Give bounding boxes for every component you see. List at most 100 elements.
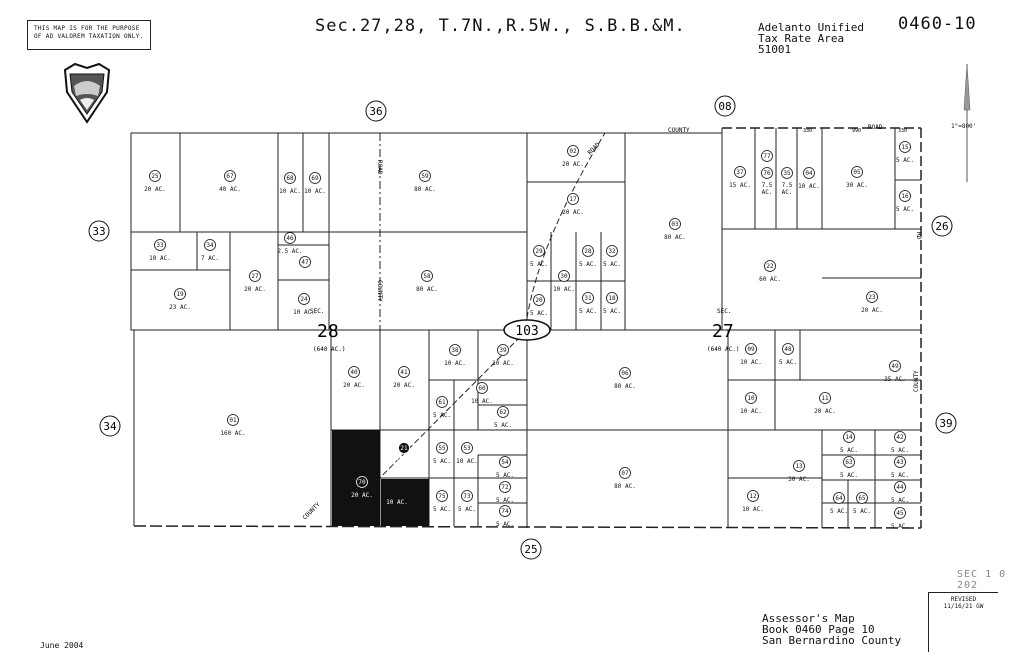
parcel-number: 34: [206, 242, 214, 249]
road-width-label: 330: [898, 128, 907, 134]
parcel-acres: 5 AC.: [891, 472, 909, 479]
parcel-number: 39: [499, 347, 507, 354]
parcel-acres: 5 AC.: [896, 157, 914, 164]
parcel-acres: 5 AC.: [840, 447, 858, 454]
parcel-label: 54 5 AC.: [496, 456, 514, 479]
parcel-label: 445 AC.: [891, 481, 909, 504]
parcel-number: 07: [621, 470, 629, 477]
parcel-label: 462.5 AC.: [277, 232, 303, 255]
parcel-label: 755 AC.: [433, 490, 451, 513]
tax-rate-area-number: 51001: [758, 43, 792, 56]
parcel-label: 555 AC.: [433, 442, 451, 465]
adjacent-section-marker: 25: [520, 538, 542, 560]
parcel-number: 37: [736, 169, 744, 176]
parcel-acres: 5 AC.: [494, 422, 512, 429]
adjacent-section-number: 34: [103, 420, 117, 433]
parcel-acres: 20 AC.: [244, 286, 266, 293]
parcel-label: 145 AC.: [840, 431, 858, 454]
adjacent-section-marker: 36: [365, 100, 387, 122]
parcel-acres: 30 AC.: [788, 476, 810, 483]
parcel-number: 22: [766, 263, 774, 270]
parcel-acres: 40 AC.: [219, 186, 241, 193]
parcel-label: 16 5 AC.: [896, 190, 914, 213]
parcel-acres: 20 AC.: [562, 161, 584, 168]
received-stamp: SEC 1 0 202: [957, 569, 1007, 591]
parcel-acres: 5 AC.: [496, 521, 514, 528]
parcel-acres: 20 AC.: [562, 209, 584, 216]
road-label-road: ROAD: [586, 141, 601, 156]
parcel-number: 17: [569, 196, 577, 203]
parcel-acres: 10 AC.: [386, 499, 408, 506]
county-label: San Bernardino County: [762, 634, 902, 647]
parcel-acres: 10 AC.: [279, 188, 301, 195]
parcel-acres: 30 AC.: [846, 182, 868, 189]
parcel-acres: 5 AC.: [530, 310, 548, 317]
parcel-number: 16: [901, 193, 909, 200]
parcel-number: 28: [584, 248, 592, 255]
parcel-label: 767.5AC.: [761, 167, 773, 196]
book-page-label: Book 0460 Page 10: [762, 623, 875, 636]
revision-box: REVISED 11/16/21 GW: [928, 592, 998, 652]
parcel-acres: 60 AC.: [759, 276, 781, 283]
parcel-number: 63: [845, 459, 853, 466]
parcel-acres: 5 AC.: [896, 206, 914, 213]
parcel-number: 65: [858, 495, 866, 502]
section-27-acres: (640 AC.): [707, 346, 740, 353]
parcel-label: 745 AC.: [496, 505, 514, 528]
parcel-acres: 5 AC.: [779, 359, 797, 366]
parcel-label: 63 5 AC.: [840, 456, 858, 479]
parcel-acres: 5 AC.: [496, 472, 514, 479]
parcel-number: 54: [501, 459, 509, 466]
parcel-acres: 5 AC.: [496, 497, 514, 504]
parcel-number: 42: [896, 434, 904, 441]
parcel-acres: 20 AC.: [351, 492, 373, 499]
revised-label: REVISED: [950, 596, 977, 603]
parcel-acres: 35 AC.: [884, 376, 906, 383]
parcel-number: 23: [868, 294, 876, 301]
parcel-label: 12 10 AC.: [742, 490, 764, 513]
section-27: 27: [712, 321, 734, 342]
route-marker: [503, 319, 551, 341]
parcel-number: 38: [451, 347, 459, 354]
parcel-acres: 10 AC.: [393, 458, 415, 465]
parcel-number: 60: [478, 385, 486, 392]
parcel-number: 61: [438, 399, 446, 406]
parcel-number: 55: [438, 445, 446, 452]
taxation-notice: THIS MAP IS FOR THE PURPOSE OF AD VALORE…: [27, 20, 151, 50]
parcel-number: 25: [151, 173, 159, 180]
parcel-label: 27 20 AC.: [244, 270, 266, 293]
parcel-label: 47: [299, 256, 311, 268]
parcel-number: 70: [358, 479, 366, 486]
tax-rate-area-label: Tax Rate Area: [758, 32, 845, 45]
parcel-label: 37 15 AC.: [729, 166, 751, 189]
parcel-acres: 10 AC.: [471, 398, 493, 405]
parcel-acres: 5 AC.: [840, 472, 858, 479]
parcel-number: 12: [749, 493, 757, 500]
parcel-number: 27: [251, 273, 259, 280]
parcel-acres: 2.5 AC.: [277, 248, 302, 255]
parcel-label: 285 AC.: [579, 245, 597, 268]
parcel-label: 295 AC.: [530, 245, 548, 268]
parcel-acres: 15 AC.: [729, 182, 751, 189]
north-arrow-icon: [963, 63, 971, 182]
parcel-number: 29: [535, 248, 543, 255]
sec-label: SEC.: [717, 308, 731, 315]
parcel-acres: 10 AC.: [742, 506, 764, 513]
parcel-acres: 5 AC.: [603, 261, 621, 268]
parcel-acres: 10 AC.: [798, 183, 820, 190]
map-title: Sec.27,28, T.7N.,R.5W., S.B.B.&M.: [315, 16, 686, 36]
adjacent-section-number: 39: [939, 417, 952, 430]
parcel-label: 425 AC.: [891, 431, 909, 454]
road-label-county: COUNTY: [301, 501, 322, 522]
parcel-acres: 7.5: [762, 182, 773, 189]
parcel-acres: 5 AC.: [830, 508, 848, 515]
route-number: 103: [515, 324, 538, 339]
section-28: 28: [317, 321, 339, 342]
map-number: 0460-10: [898, 14, 977, 34]
